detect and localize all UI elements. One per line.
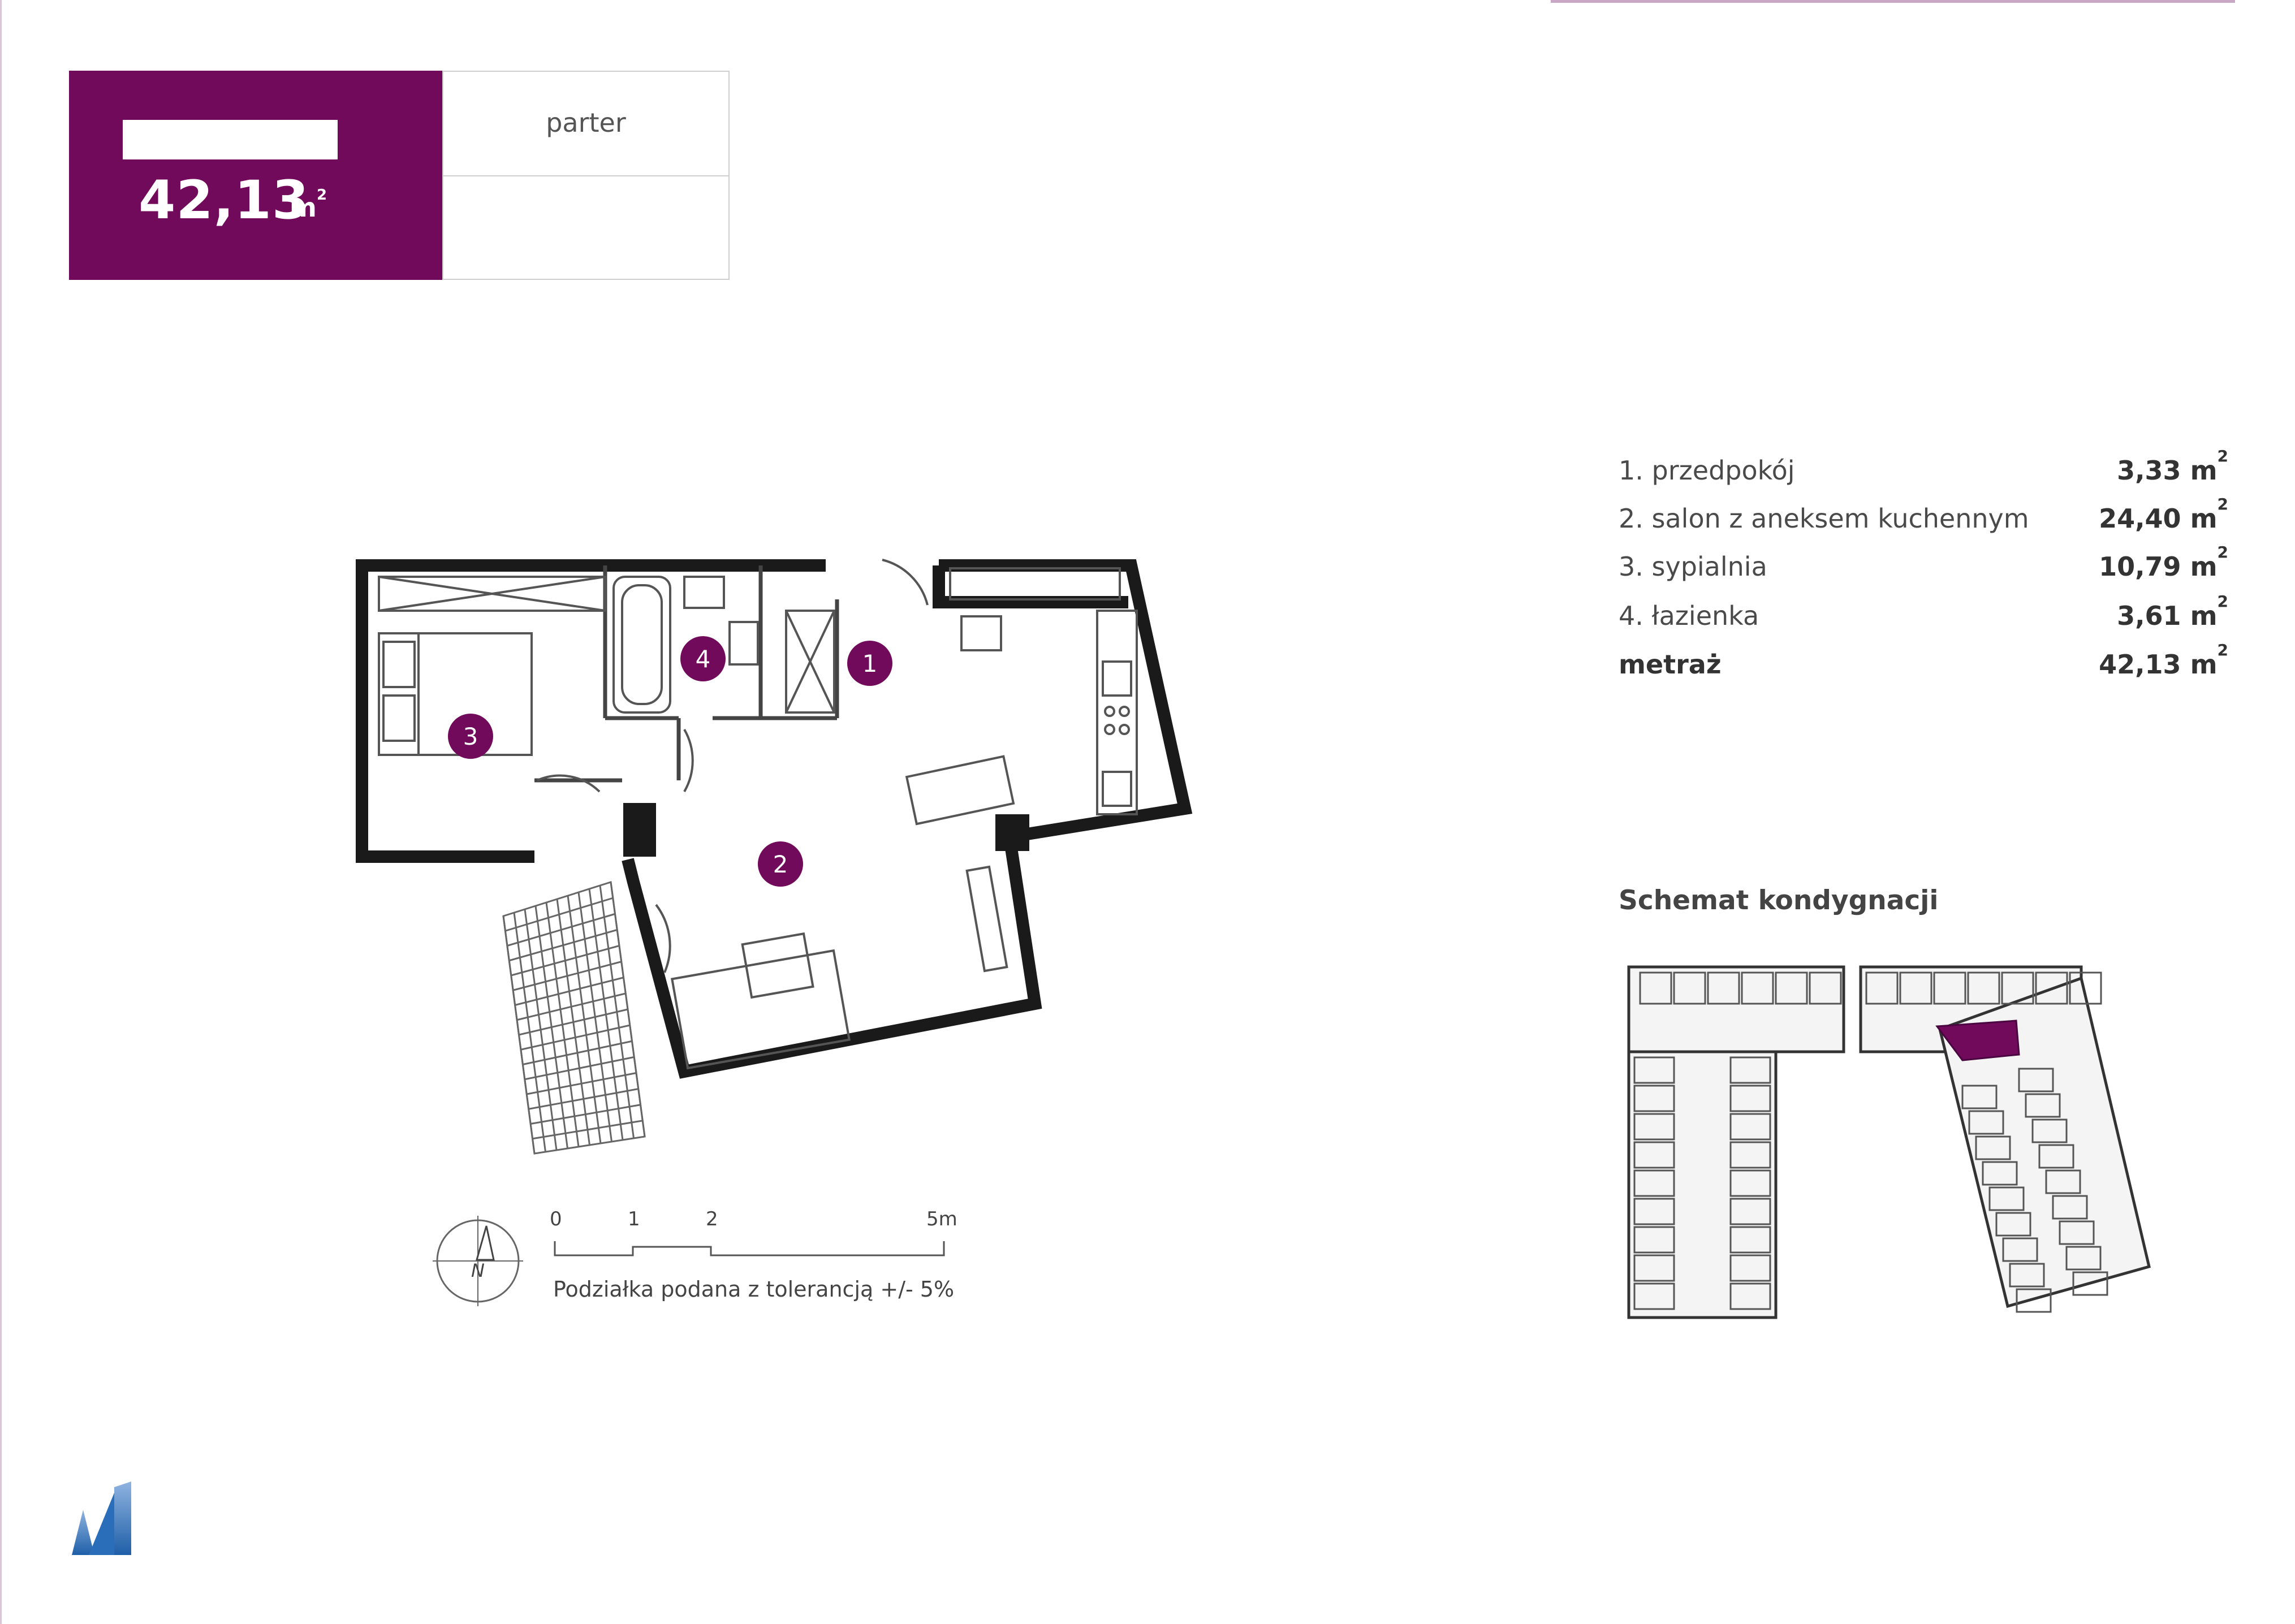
area-box — [69, 71, 442, 280]
scale-bar — [554, 1241, 945, 1256]
room-marker-1-label: 1 — [862, 650, 878, 677]
scale-tick-2: 2 — [706, 1208, 718, 1230]
scale-tick-0: 0 — [550, 1208, 562, 1230]
logo-icon — [72, 1482, 131, 1555]
top-accent-line — [1551, 0, 2235, 3]
room-label-2: 2. salon z aneksem kuchennym — [1619, 503, 2029, 534]
room-area-1: 3,33 m2 — [2117, 446, 2228, 486]
room-label-3: 3. sypialnia — [1619, 551, 1767, 582]
highlighted-unit — [1935, 1020, 2020, 1061]
floor-box-divider — [442, 175, 730, 176]
scale-tick-1: 1 — [628, 1208, 640, 1230]
balcony — [502, 881, 646, 1155]
room-marker-3 — [448, 714, 493, 759]
room-area-4: 3,61 m2 — [2117, 591, 2228, 631]
scale-tick-5m: 5m — [926, 1208, 957, 1230]
room-marker-1 — [847, 641, 892, 686]
scale-note: Podziałka podana z tolerancją +/- 5% — [553, 1277, 955, 1302]
room-marker-4-label: 4 — [696, 645, 711, 673]
total-label: metraż — [1619, 649, 1722, 680]
svg-text:N: N — [471, 1260, 485, 1281]
area-unit: m2 — [290, 186, 327, 223]
room-label-4: 4. łazienka — [1619, 601, 1759, 631]
room-marker-4 — [680, 636, 726, 681]
room-marker-2 — [758, 841, 803, 887]
room-label-1: 1. przedpokój — [1619, 455, 1795, 486]
page-edge-accent — [0, 0, 2, 1624]
room-area-3: 10,79 m2 — [2099, 542, 2228, 582]
floor-plan: 1 2 3 4 — [356, 559, 1193, 1155]
area-value: 42,13 — [139, 170, 310, 231]
schema-title: Schemat kondygnacji — [1619, 885, 1939, 916]
room-marker-2-label: 2 — [773, 850, 788, 878]
total-area: 42,13 m2 — [2099, 640, 2228, 680]
room-markers — [448, 636, 892, 887]
area-label-bar — [123, 120, 338, 159]
room-marker-3-label: 3 — [463, 723, 478, 750]
floor-schema — [1627, 965, 2151, 1319]
compass-icon: N — [433, 1216, 523, 1306]
room-area-2: 24,40 m2 — [2099, 494, 2228, 534]
floor-label: parter — [546, 107, 626, 138]
